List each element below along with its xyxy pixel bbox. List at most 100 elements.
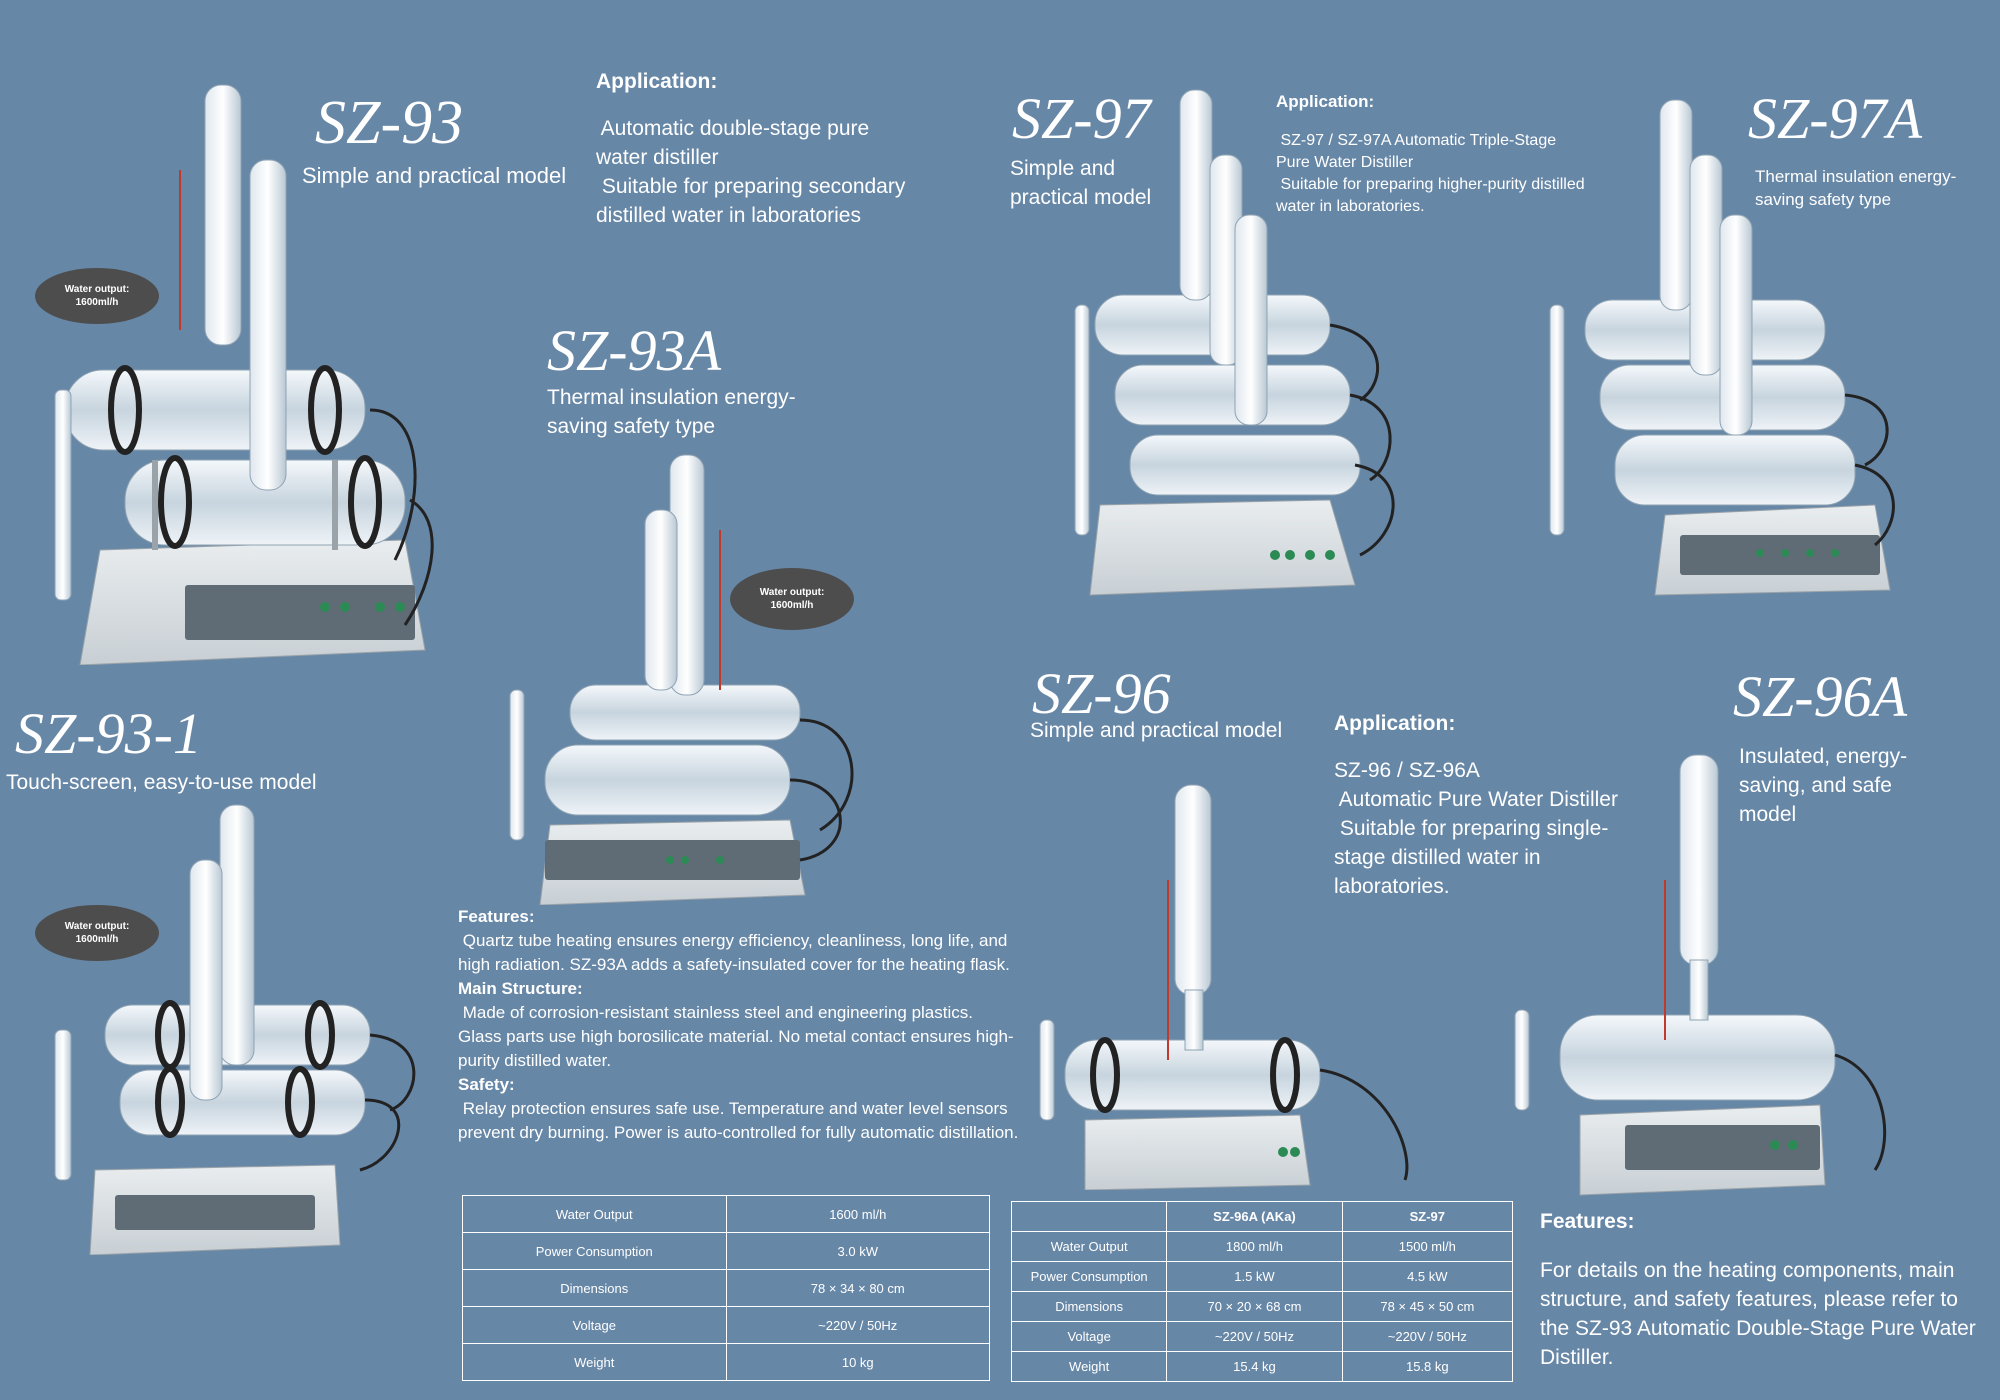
application-sz97: Application: SZ-97 / SZ-97A Automatic Tr… bbox=[1276, 92, 1616, 218]
water-output-badge: Water output: 1600ml/h bbox=[730, 568, 854, 630]
subtitle-line: Thermal insulation energy- bbox=[1755, 167, 1957, 186]
structure-line: Glass parts use high borosilicate materi… bbox=[458, 1027, 1014, 1046]
application-sz93: Application: Automatic double-stage pure… bbox=[596, 70, 936, 230]
table-cell-label: Water Output bbox=[462, 1195, 727, 1233]
water-output-badge: Water output: 1600ml/h bbox=[35, 905, 159, 961]
distiller-image-sz93a bbox=[470, 450, 890, 905]
badge-value: 1600ml/h bbox=[75, 934, 119, 945]
table-cell-label: Dimensions bbox=[462, 1269, 727, 1307]
subtitle-sz93-1: Touch-screen, easy-to-use model bbox=[6, 771, 317, 794]
subtitle-sz96a: Insulated, energy- saving, and safe mode… bbox=[1739, 742, 1907, 829]
features-block-sz96: Features: For details on the heating com… bbox=[1540, 1210, 1995, 1372]
distiller-image-sz96a bbox=[1475, 750, 1895, 1200]
badge-label: Water output: bbox=[64, 921, 130, 932]
subtitle-line: saving safety type bbox=[547, 415, 716, 438]
table-cell-value: 70 × 20 × 68 cm bbox=[1166, 1291, 1343, 1322]
table-row: Power Consumption 1.5 kW 4.5 kW bbox=[1010, 1261, 1514, 1292]
features-block-sz93: Features: Quartz tube heating ensures en… bbox=[458, 905, 1028, 1145]
table-cell-value: 1800 ml/h bbox=[1166, 1231, 1343, 1262]
table-row: Voltage ~220V / 50Hz bbox=[462, 1306, 990, 1344]
table-cell-value: 1600 ml/h bbox=[725, 1195, 990, 1233]
application-line: Suitable for preparing higher-purity dis… bbox=[1276, 176, 1585, 193]
table-cell-label: Power Consumption bbox=[462, 1232, 727, 1270]
model-title-sz93-1: SZ-93-1 bbox=[15, 701, 202, 766]
table-cell-label: Voltage bbox=[462, 1306, 727, 1344]
table-row: Weight 10 kg bbox=[462, 1343, 990, 1381]
application-line: Pure Water Distiller bbox=[1276, 154, 1414, 171]
water-output-badge: Water output: 1600ml/h bbox=[35, 268, 159, 324]
table-cell-label: Weight bbox=[462, 1343, 727, 1381]
application-line: Automatic Pure Water Distiller bbox=[1334, 788, 1618, 811]
table-cell-value: ~220V / 50Hz bbox=[1166, 1321, 1343, 1352]
spec-table-sz96-sz97: SZ-96A (AKa) SZ-97 Water Output 1800 ml/… bbox=[1010, 1201, 1514, 1382]
table-cell-value: 78 × 45 × 50 cm bbox=[1341, 1291, 1514, 1322]
subtitle-line: saving, and safe bbox=[1739, 774, 1892, 797]
distiller-image-sz96 bbox=[1035, 780, 1435, 1190]
distiller-image-sz93 bbox=[5, 80, 445, 665]
safety-line: prevent dry burning. Power is auto-contr… bbox=[458, 1123, 1019, 1142]
table-cell-value: 15.8 kg bbox=[1341, 1351, 1514, 1382]
table-cell-label: Weight bbox=[1010, 1351, 1168, 1382]
table-row: Water Output 1800 ml/h 1500 ml/h bbox=[1010, 1231, 1514, 1262]
model-title-sz97: SZ-97 bbox=[1012, 86, 1151, 151]
safety-line: Relay protection ensures safe use. Tempe… bbox=[458, 1099, 1008, 1118]
subtitle-line: model bbox=[1739, 803, 1797, 826]
table-cell-label: Voltage bbox=[1010, 1321, 1168, 1352]
table-header-cell bbox=[1010, 1201, 1168, 1232]
features-line: structure, and safety features, please r… bbox=[1540, 1288, 1958, 1311]
subtitle-sz97: Simple and practical model bbox=[1010, 154, 1151, 212]
features-heading: Features: bbox=[458, 907, 535, 926]
model-title-sz97a: SZ-97A bbox=[1748, 86, 1922, 151]
features-line: Distiller. bbox=[1540, 1346, 1614, 1369]
table-cell-value: 4.5 kW bbox=[1341, 1261, 1514, 1292]
distiller-image-sz93-1 bbox=[20, 800, 440, 1255]
table-row: Dimensions 70 × 20 × 68 cm 78 × 45 × 50 … bbox=[1010, 1291, 1514, 1322]
table-cell-value: 3.0 kW bbox=[725, 1232, 990, 1270]
structure-line: purity distilled water. bbox=[458, 1051, 612, 1070]
table-cell-value: 1500 ml/h bbox=[1341, 1231, 1514, 1262]
subtitle-line: practical model bbox=[1010, 186, 1152, 209]
subtitle-sz93: Simple and practical model bbox=[302, 163, 567, 188]
model-title-sz96: SZ-96 bbox=[1032, 661, 1171, 726]
application-title: Application: bbox=[1276, 92, 1375, 111]
features-line: the SZ-93 Automatic Double-Stage Pure Wa… bbox=[1540, 1317, 1976, 1340]
subtitle-line: Thermal insulation energy- bbox=[547, 386, 796, 409]
badge-value: 1600ml/h bbox=[75, 297, 119, 308]
table-cell-label: Power Consumption bbox=[1010, 1261, 1168, 1292]
model-title-sz93a: SZ-93A bbox=[547, 318, 721, 383]
safety-heading: Safety: bbox=[458, 1075, 515, 1094]
distiller-image-sz97a bbox=[1505, 95, 1905, 605]
subtitle-sz96: Simple and practical model bbox=[1030, 719, 1283, 742]
subtitle-sz97a: Thermal insulation energy- saving safety… bbox=[1755, 165, 1956, 211]
table-cell-value: 78 × 34 × 80 cm bbox=[725, 1269, 990, 1307]
badge-label: Water output: bbox=[64, 284, 130, 295]
application-line: Suitable for preparing single- bbox=[1334, 817, 1609, 840]
application-title: Application: bbox=[596, 70, 718, 93]
badge-value: 1600ml/h bbox=[770, 600, 814, 611]
features-line: high radiation. SZ-93A adds a safety-ins… bbox=[458, 955, 1010, 974]
table-row: Power Consumption 3.0 kW bbox=[462, 1232, 990, 1270]
table-cell-value: 1.5 kW bbox=[1166, 1261, 1343, 1292]
features-heading: Features: bbox=[1540, 1210, 1635, 1233]
table-header-cell: SZ-97 bbox=[1341, 1201, 1514, 1232]
table-row: Voltage ~220V / 50Hz ~220V / 50Hz bbox=[1010, 1321, 1514, 1352]
badge-label: Water output: bbox=[759, 587, 825, 598]
application-line: distilled water in laboratories bbox=[596, 204, 861, 227]
application-line: Suitable for preparing secondary bbox=[596, 175, 906, 198]
table-cell-label: Dimensions bbox=[1010, 1291, 1168, 1322]
application-sz96: Application: SZ-96 / SZ-96A Automatic Pu… bbox=[1334, 712, 1654, 901]
application-line: water distiller bbox=[596, 146, 719, 169]
table-row: Weight 15.4 kg 15.8 kg bbox=[1010, 1351, 1514, 1382]
table-cell-value: 10 kg bbox=[725, 1343, 990, 1381]
subtitle-line: Simple and bbox=[1010, 157, 1116, 180]
features-line: Quartz tube heating ensures energy effic… bbox=[458, 931, 1008, 950]
model-title-sz93: SZ-93 bbox=[315, 89, 464, 157]
model-title-sz96a: SZ-96A bbox=[1733, 664, 1907, 729]
application-line: stage distilled water in bbox=[1334, 846, 1541, 869]
spec-table-sz93: Water Output 1600 ml/h Power Consumption… bbox=[462, 1195, 990, 1381]
distiller-image-sz97 bbox=[1010, 85, 1410, 605]
table-header-cell: SZ-96A (AKa) bbox=[1166, 1201, 1343, 1232]
application-line: SZ-97 / SZ-97A Automatic Triple-Stage bbox=[1276, 132, 1557, 149]
table-row: Dimensions 78 × 34 × 80 cm bbox=[462, 1269, 990, 1307]
structure-line: Made of corrosion-resistant stainless st… bbox=[458, 1003, 973, 1022]
